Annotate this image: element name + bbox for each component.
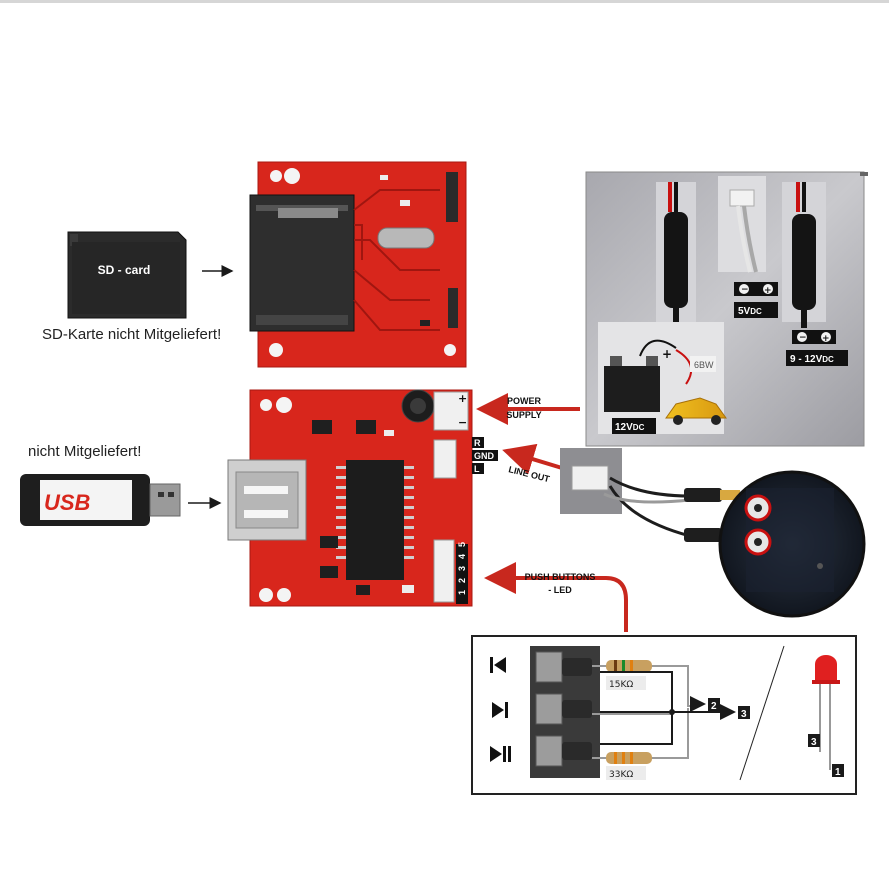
- voltage-12v-unit: DC: [633, 423, 645, 432]
- audio-pin-gnd: GND: [474, 451, 495, 461]
- play-pause-icon: [490, 746, 511, 762]
- led-pin-3: 3: [811, 737, 817, 748]
- sd-module-pcb: [249, 161, 467, 368]
- battery-label: 6BW: [694, 360, 714, 370]
- push-buttons-label-line1: PUSH BUTTONS: [525, 572, 596, 582]
- pin-2-badge: 2: [711, 701, 717, 712]
- line-out-arrow: [502, 443, 563, 475]
- top-border: [0, 0, 889, 3]
- header-pin-2: 2: [457, 578, 467, 583]
- svg-text:12VDC: 12VDC: [615, 422, 645, 433]
- usb-stick: [20, 474, 181, 526]
- battery-plus: +: [662, 347, 672, 361]
- svg-text:5VDC: 5VDC: [738, 306, 762, 317]
- resistor-33k: 33KΩ: [609, 770, 633, 780]
- header-pin-3: 3: [457, 566, 467, 571]
- sd-card: [67, 231, 187, 319]
- power-label-line1: POWER: [507, 396, 542, 406]
- audio-pin-r: R: [474, 438, 481, 448]
- next-icon: [492, 702, 508, 718]
- usb-note: nicht Mitgeliefert!: [28, 443, 141, 460]
- line-out-cable: [560, 448, 740, 542]
- line-out-label: LINE OUT: [508, 464, 552, 484]
- led-pin-1: 1: [835, 767, 841, 778]
- previous-icon: [490, 657, 506, 673]
- voltage-9-12v: 9 - 12V: [790, 354, 823, 365]
- polarity-5v-minus: −: [741, 285, 749, 295]
- board-terminal-plus: +: [458, 392, 467, 405]
- usb-logo: USB: [44, 490, 91, 515]
- pin-3-badge: 3: [741, 709, 747, 720]
- polarity-5v-plus: +: [764, 286, 772, 296]
- power-label-line2: SUPPLY: [506, 410, 541, 420]
- voltage-5v: 5V: [738, 306, 751, 317]
- audio-pin-l: L: [474, 464, 480, 474]
- voltage-5v-unit: DC: [750, 307, 762, 316]
- resistor-15k: 15KΩ: [609, 680, 633, 690]
- usb-socket: [227, 459, 307, 541]
- polarity-9-12v-minus: −: [799, 333, 807, 343]
- power-supply-panel: [585, 171, 868, 447]
- polarity-9-12v: [792, 330, 836, 344]
- header-pin-4: 4: [457, 554, 467, 559]
- push-buttons-arrow: [484, 562, 628, 632]
- header-pin-5: 5: [457, 542, 467, 547]
- rca-jack-closeup: [718, 470, 866, 618]
- polarity-9-12v-plus: +: [822, 334, 830, 344]
- svg-text:9 - 12VDC: 9 - 12VDC: [790, 354, 834, 365]
- polarity-5v: [734, 282, 778, 296]
- button-schematic: [471, 635, 857, 795]
- push-buttons-label-line2: - LED: [548, 585, 572, 595]
- sd-card-note: SD-Karte nicht Mitgeliefert!: [42, 326, 221, 343]
- board-terminal-minus: −: [458, 416, 467, 429]
- voltage-12v: 12V: [615, 422, 633, 433]
- voltage-9-12v-unit: DC: [822, 355, 834, 364]
- header-pin-1: 1: [457, 590, 467, 595]
- sd-card-label: SD - card: [98, 263, 151, 277]
- header-pin-labels: 5 4 3 2 1: [456, 542, 468, 604]
